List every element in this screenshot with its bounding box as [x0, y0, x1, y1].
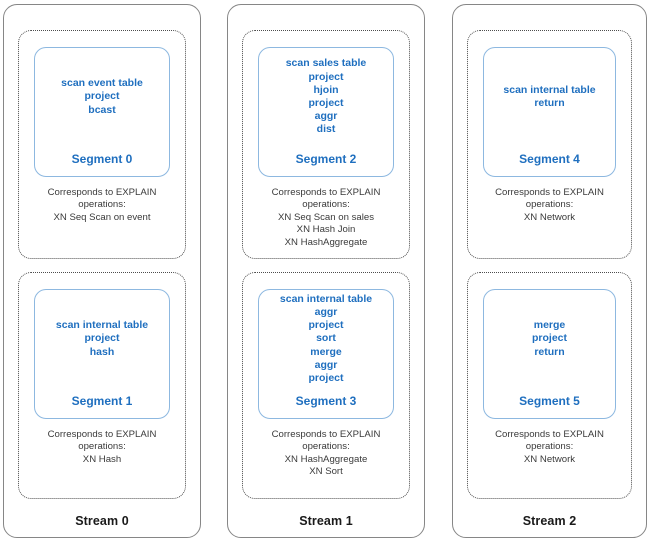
- explain-caption-1: Corresponds to EXPLAIN operations: XN Ha…: [27, 429, 177, 466]
- explain-operation-line: XN HashAggregate: [284, 236, 368, 248]
- segment-title-3: Segment 3: [295, 394, 357, 408]
- operation-list-4: scan internal table return: [484, 48, 615, 146]
- operation-item: project: [84, 332, 120, 345]
- segment-box-4: scan internal table return Segment 4 Cor…: [467, 30, 632, 259]
- explain-header-line: operations:: [525, 199, 574, 211]
- explain-operation-line: XN HashAggregate: [284, 453, 368, 465]
- operation-box-0: scan event table project bcast Segment 0: [34, 47, 170, 177]
- operation-item: aggr: [314, 305, 338, 318]
- stream-label-0: Stream 0: [75, 514, 129, 528]
- explain-caption-5: Corresponds to EXPLAIN operations: XN Ne…: [476, 429, 623, 466]
- segment-title-0: Segment 0: [71, 152, 133, 166]
- explain-header-line: operations:: [302, 441, 350, 453]
- stream-label-2: Stream 2: [522, 514, 577, 528]
- explain-header-line: operations:: [78, 441, 126, 453]
- explain-header-line: operations:: [525, 441, 574, 453]
- operation-item: merge: [533, 319, 566, 332]
- operation-item: hash: [89, 345, 115, 358]
- segment-box-5: merge project return Segment 5 Correspon…: [467, 272, 632, 499]
- explain-header-line: Corresponds to EXPLAIN: [495, 187, 604, 198]
- operation-item: project: [308, 97, 344, 109]
- stream-container-2: scan internal table return Segment 4 Cor…: [452, 4, 647, 538]
- operation-item: project: [308, 319, 344, 332]
- segment-title-1: Segment 1: [71, 394, 133, 408]
- explain-header-line: Corresponds to EXPLAIN: [271, 429, 381, 440]
- operation-item: scan internal table: [503, 83, 596, 96]
- stream-label-1: Stream 1: [299, 514, 353, 528]
- explain-header-line: operations:: [302, 199, 350, 211]
- operation-item: project: [84, 90, 120, 103]
- operation-item: return: [534, 97, 565, 109]
- operation-item: return: [534, 345, 565, 358]
- operation-box-1: scan internal table project hash Segment…: [34, 289, 170, 419]
- operation-box-3: scan internal table aggr project sort me…: [258, 289, 394, 419]
- operation-list-5: merge project return: [484, 290, 615, 388]
- operation-item: dist: [316, 123, 336, 136]
- operation-box-2: scan sales table project hjoin project a…: [258, 47, 394, 177]
- explain-header-line: operations:: [78, 199, 126, 211]
- stream-container-1: scan sales table project hjoin project a…: [227, 4, 425, 538]
- operation-item: aggr: [314, 110, 338, 123]
- operation-list-0: scan event table project bcast: [35, 48, 169, 146]
- operation-item: bcast: [88, 103, 116, 116]
- segment-box-1: scan internal table project hash Segment…: [18, 272, 186, 499]
- explain-caption-2: Corresponds to EXPLAIN operations: XN Se…: [251, 187, 401, 249]
- operation-box-4: scan internal table return Segment 4: [483, 47, 616, 177]
- explain-operation-line: XN Hash Join: [296, 224, 356, 236]
- operation-item: merge: [310, 345, 342, 358]
- operation-box-5: merge project return Segment 5: [483, 289, 616, 419]
- operation-item: sort: [316, 332, 336, 345]
- explain-operation-line: XN Seq Scan on sales: [278, 211, 374, 223]
- explain-caption-4: Corresponds to EXPLAIN operations: XN Ne…: [476, 187, 623, 224]
- explain-caption-0: Corresponds to EXPLAIN operations: XN Se…: [27, 187, 177, 224]
- segment-box-0: scan event table project bcast Segment 0…: [18, 30, 186, 259]
- explain-header-line: Corresponds to EXPLAIN: [271, 187, 381, 198]
- explain-header-line: Corresponds to EXPLAIN: [47, 429, 157, 440]
- operation-item: hjoin: [313, 83, 339, 96]
- operation-item: project: [308, 70, 344, 83]
- operation-list-2: scan sales table project hjoin project a…: [259, 48, 393, 146]
- operation-item: scan internal table: [55, 319, 149, 332]
- operation-item: aggr: [314, 358, 338, 371]
- segment-title-5: Segment 5: [519, 394, 580, 408]
- explain-operation-line: XN Hash: [82, 453, 122, 465]
- explain-operation-line: XN Network: [523, 453, 576, 465]
- explain-operation-line: XN Seq Scan on event: [53, 211, 151, 223]
- explain-header-line: Corresponds to EXPLAIN: [47, 187, 157, 198]
- explain-header-line: Corresponds to EXPLAIN: [495, 429, 604, 440]
- operation-list-3: scan internal table aggr project sort me…: [259, 290, 393, 388]
- operation-item: project: [308, 372, 344, 384]
- segment-title-4: Segment 4: [519, 152, 580, 166]
- operation-item: scan internal table: [279, 292, 373, 305]
- explain-operation-line: XN Sort: [309, 466, 343, 478]
- explain-operation-line: XN Network: [523, 211, 576, 223]
- explain-caption-3: Corresponds to EXPLAIN operations: XN Ha…: [251, 429, 401, 479]
- stream-container-0: scan event table project bcast Segment 0…: [3, 4, 201, 538]
- segment-box-3: scan internal table aggr project sort me…: [242, 272, 410, 499]
- segment-box-2: scan sales table project hjoin project a…: [242, 30, 410, 259]
- segment-title-2: Segment 2: [295, 152, 357, 166]
- operation-item: scan event table: [61, 77, 143, 90]
- operation-list-1: scan internal table project hash: [35, 290, 169, 388]
- operation-item: scan sales table: [285, 57, 367, 70]
- operation-item: project: [531, 332, 567, 345]
